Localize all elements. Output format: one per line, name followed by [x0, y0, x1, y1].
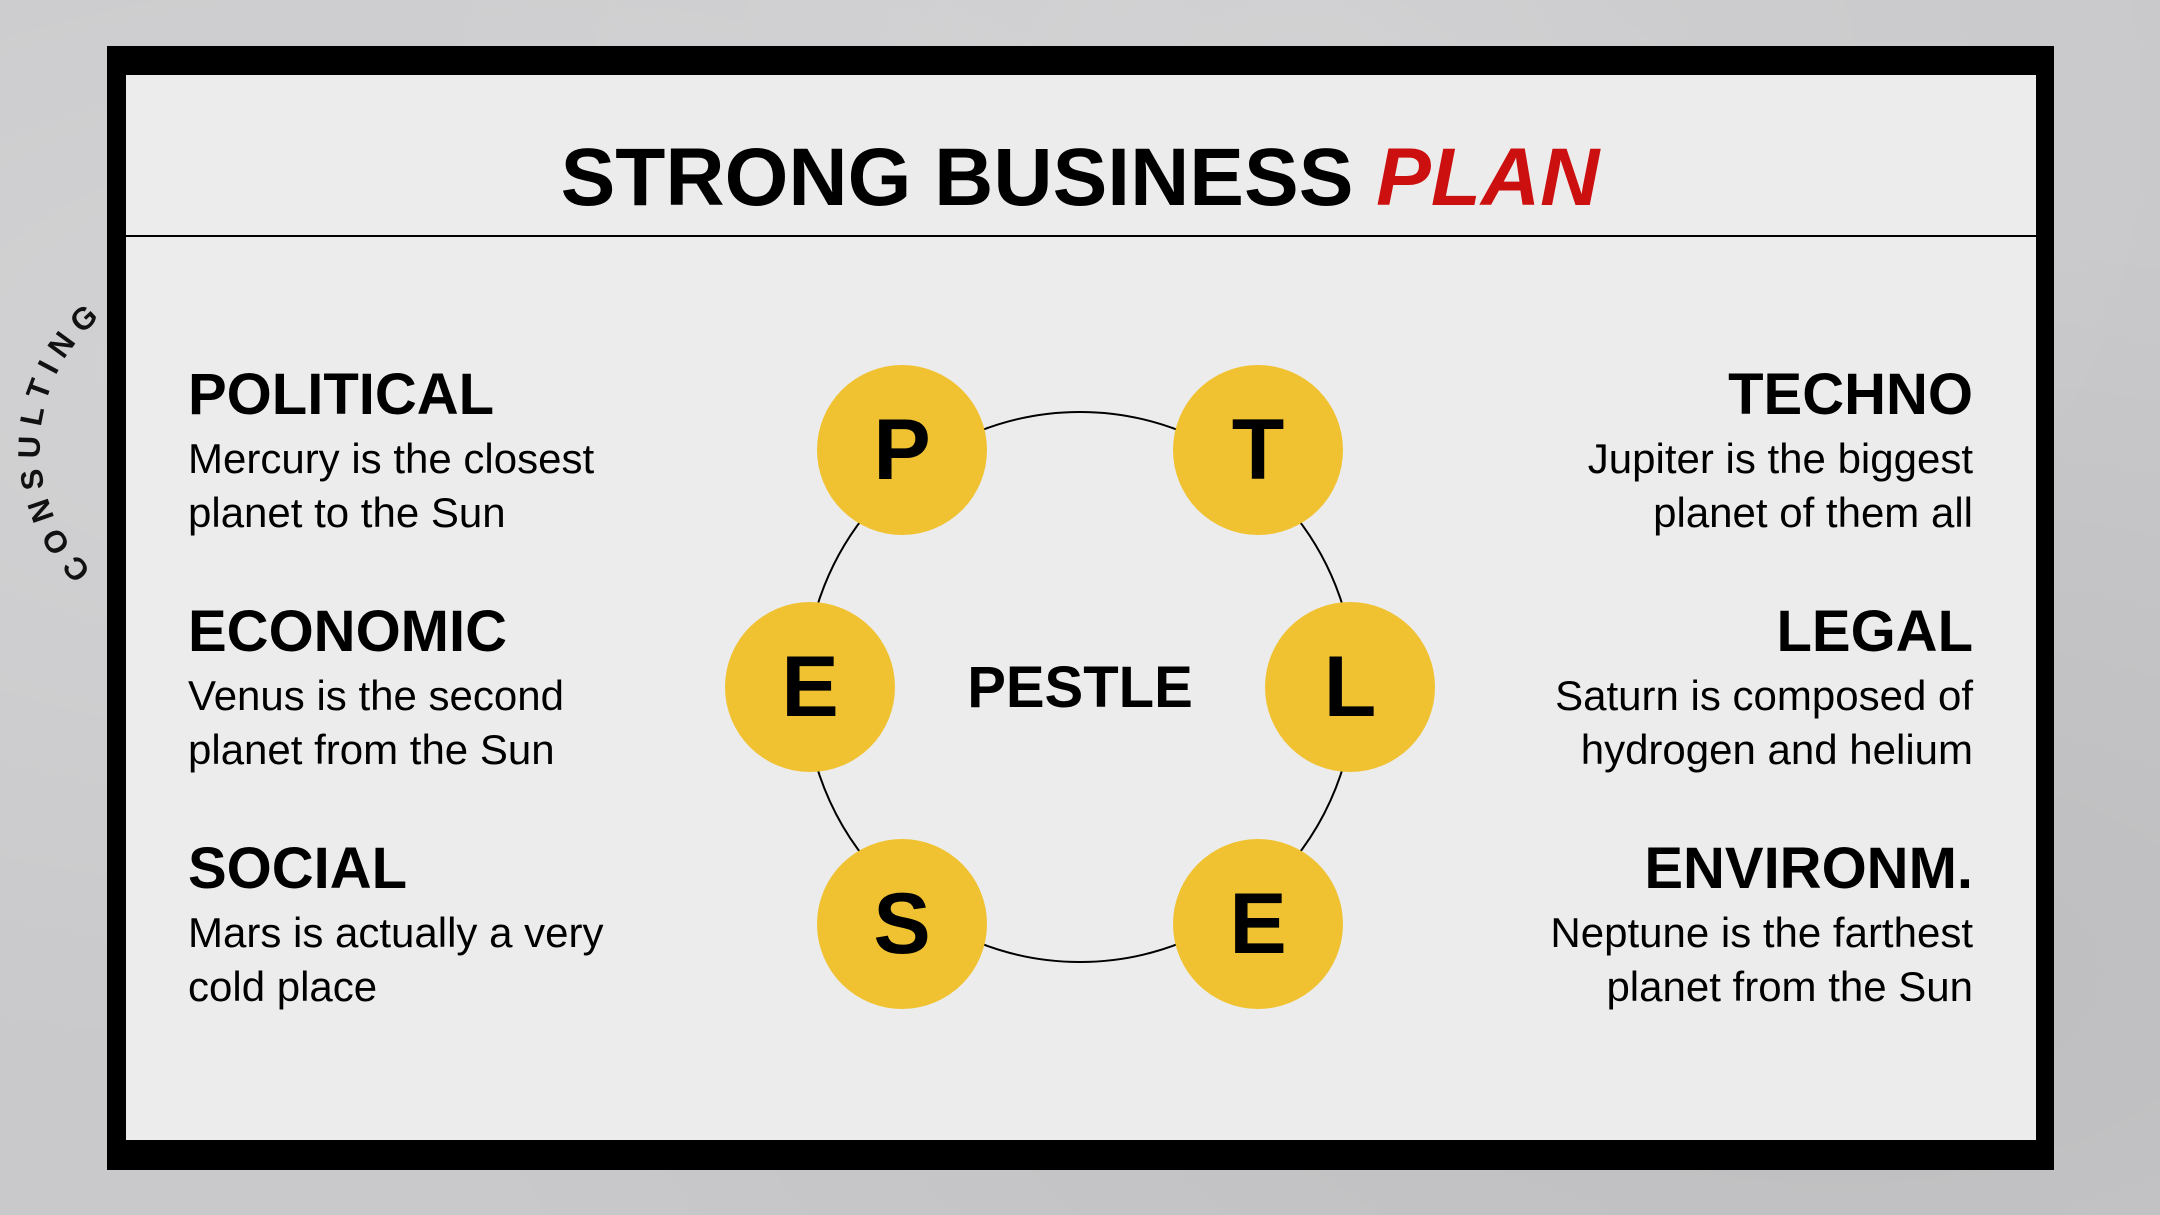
title-divider [126, 235, 2036, 237]
page-title-accent: PLAN [1376, 132, 1600, 223]
social-item: SOCIAL Mars is actually a very cold plac… [188, 834, 748, 1014]
page-title-main: STRONG BUSINESS [560, 132, 1377, 223]
environm-heading: ENVIRONM. [1644, 836, 1973, 901]
node-t: T [1173, 365, 1343, 535]
political-item: POLITICAL Mercury is the closest planet … [188, 360, 748, 540]
techno-heading: TECHNO [1728, 362, 1973, 427]
legal-item: LEGAL Saturn is composed of hydrogen and… [1413, 597, 1973, 777]
social-text: Mars is actually a very cold place [188, 909, 604, 1010]
techno-item: TECHNO Jupiter is the biggest planet of … [1413, 360, 1973, 540]
environm-text: Neptune is the farthest planet from the … [1550, 909, 1973, 1010]
node-p: P [817, 365, 987, 535]
environm-item: ENVIRONM. Neptune is the farthest planet… [1413, 834, 1973, 1014]
node-l: L [1265, 602, 1435, 772]
node-e-environm: E [1173, 839, 1343, 1009]
social-heading: SOCIAL [188, 836, 408, 901]
node-s: S [817, 839, 987, 1009]
pestle-center-label: PESTLE [967, 655, 1193, 720]
techno-text: Jupiter is the biggest planet of them al… [1587, 435, 1973, 536]
node-e-economic: E [725, 602, 895, 772]
political-heading: POLITICAL [188, 362, 495, 427]
economic-item: ECONOMIC Venus is the second planet from… [188, 597, 748, 777]
economic-text: Venus is the second planet from the Sun [188, 672, 564, 773]
page-title: STRONG BUSINESS PLAN [0, 128, 2160, 228]
political-text: Mercury is the closest planet to the Sun [188, 435, 595, 536]
legal-text: Saturn is composed of hydrogen and heliu… [1555, 672, 1973, 773]
legal-heading: LEGAL [1776, 599, 1973, 664]
consulting-badge-text: CONSULTING [12, 291, 111, 588]
economic-heading: ECONOMIC [188, 599, 507, 664]
consulting-badge: CONSULTING [12, 291, 111, 588]
